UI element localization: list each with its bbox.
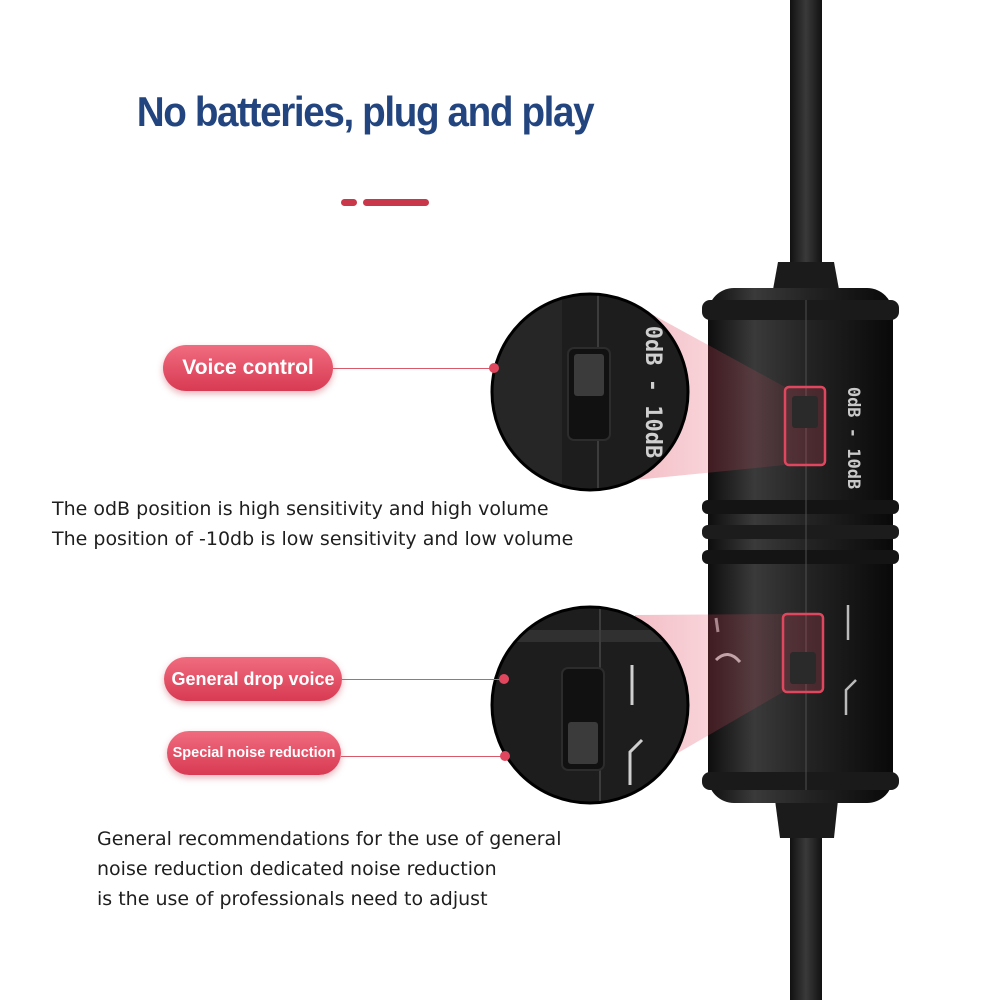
headline: No batteries, plug and play — [136, 88, 595, 135]
voice-control-text: Voice control — [182, 356, 314, 379]
voice-control-dot — [489, 363, 499, 373]
accent-dash-long — [363, 199, 429, 206]
general-drop-voice-dot — [499, 674, 509, 684]
description-line: is the use of professionals need to adju… — [97, 888, 488, 910]
special-noise-reduction-label: Special noise reduction — [167, 731, 341, 775]
voice-control-description: The odB position is high sensitivity and… — [52, 494, 573, 554]
description-line: The position of -10db is low sensitivity… — [52, 528, 574, 550]
description-line: The odB position is high sensitivity and… — [52, 498, 549, 520]
voice-control-label: Voice control — [163, 345, 333, 391]
special-noise-reduction-text: Special noise reduction — [172, 745, 336, 761]
special-noise-reduction-dot — [500, 751, 510, 761]
general-drop-voice-label: General drop voice — [164, 657, 342, 701]
svg-text:0dB - 10dB: 0dB - 10dB — [640, 326, 665, 458]
description-line: General recommendations for the use of g… — [97, 828, 562, 850]
svg-text:0dB - 10dB: 0dB - 10dB — [843, 387, 863, 489]
voice-control-leader — [333, 368, 493, 369]
accent-dash-short — [341, 199, 357, 206]
special-noise-reduction-leader — [341, 756, 504, 757]
noise-reduction-description: General recommendations for the use of g… — [97, 824, 561, 914]
description-line: noise reduction dedicated noise reductio… — [97, 858, 497, 880]
general-drop-voice-text: General drop voice — [171, 668, 335, 689]
general-drop-voice-leader — [342, 679, 502, 680]
